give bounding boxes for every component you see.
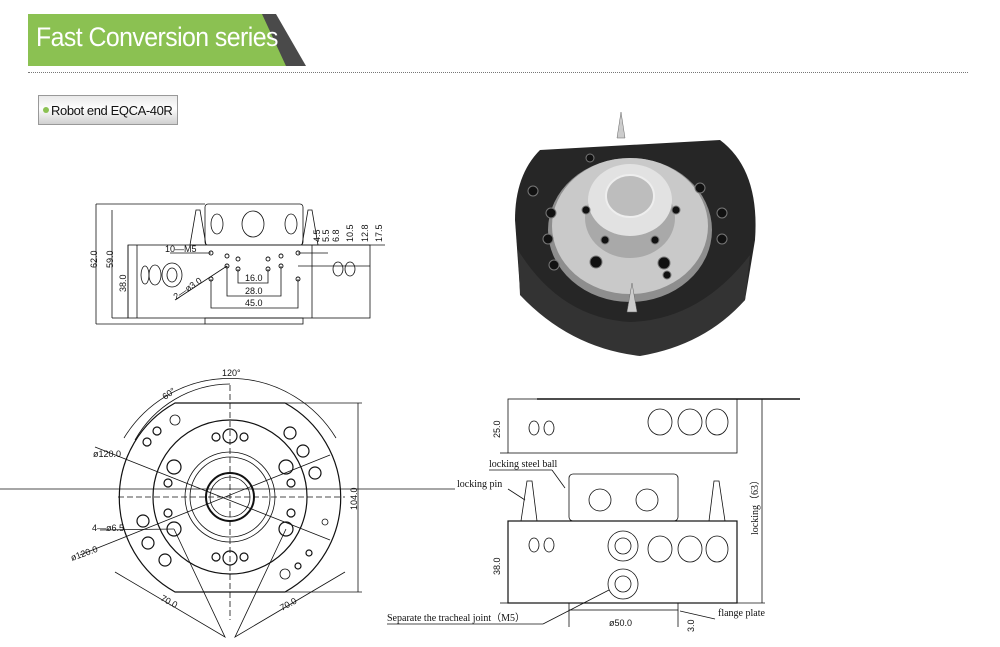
page-title: Fast Conversion series [36, 22, 278, 52]
dim-17-5: 17.5 [374, 224, 384, 242]
dim-12-8: 12.8 [360, 224, 370, 242]
dim-4-5: 4.5 [312, 229, 322, 242]
header-divider [28, 72, 968, 73]
dim-25: 25.0 [492, 420, 502, 438]
dim-4-d6-5: 4—ø6.5 [92, 523, 124, 533]
dim-38: 38.0 [118, 274, 128, 292]
dim-70-left: 70.0 [159, 593, 179, 610]
dim-70-right: 70.0 [278, 596, 298, 613]
callout-flange-plate: flange plate [718, 608, 765, 619]
assembly-view-drawing [0, 398, 800, 627]
dim-16: 16.0 [245, 273, 263, 283]
bullet-icon [43, 107, 49, 113]
header-banner [28, 14, 290, 66]
dim-120-deg: 120° [222, 368, 241, 378]
dim-6-8: 6.8 [331, 229, 341, 242]
assembly-view-dimensions: 25.0 38.0 ø50.0 3.0 locking steel ball l… [387, 420, 765, 632]
product-render-image [515, 111, 756, 356]
dim-10-m5: 10—M5 [165, 244, 197, 254]
dim-62: 62.0 [89, 250, 99, 268]
dim-d120-top: ø120.0 [93, 449, 121, 459]
callout-tracheal-joint: Separate the tracheal joint（M5） [387, 612, 525, 624]
dim-59: 59.0 [105, 250, 115, 268]
top-view-drawing [79, 377, 362, 639]
dim-104: 104.0 [349, 487, 359, 510]
callout-locking-63: locking（63） [749, 475, 761, 535]
dim-d50: ø50.0 [609, 618, 632, 628]
product-label: Robot end EQCA-40R [38, 95, 178, 125]
dim-3: 3.0 [686, 619, 696, 632]
top-view-dimensions: 120° 60° ø120.0 4—ø6.5 ø120.0 104.0 70.0… [69, 368, 359, 613]
callout-locking-pin: locking pin [457, 479, 502, 490]
product-label-text: Robot end EQCA-40R [51, 102, 173, 118]
dim-10-5: 10.5 [345, 224, 355, 242]
dim-5-5: 5.5 [321, 229, 331, 242]
dim-38-assembly: 38.0 [492, 557, 502, 575]
side-view-drawing [95, 203, 385, 325]
dim-45: 45.0 [245, 298, 263, 308]
dim-d120-bottom: ø120.0 [69, 544, 99, 563]
dim-28: 28.0 [245, 286, 263, 296]
callout-locking-steel-ball: locking steel ball [489, 459, 558, 470]
